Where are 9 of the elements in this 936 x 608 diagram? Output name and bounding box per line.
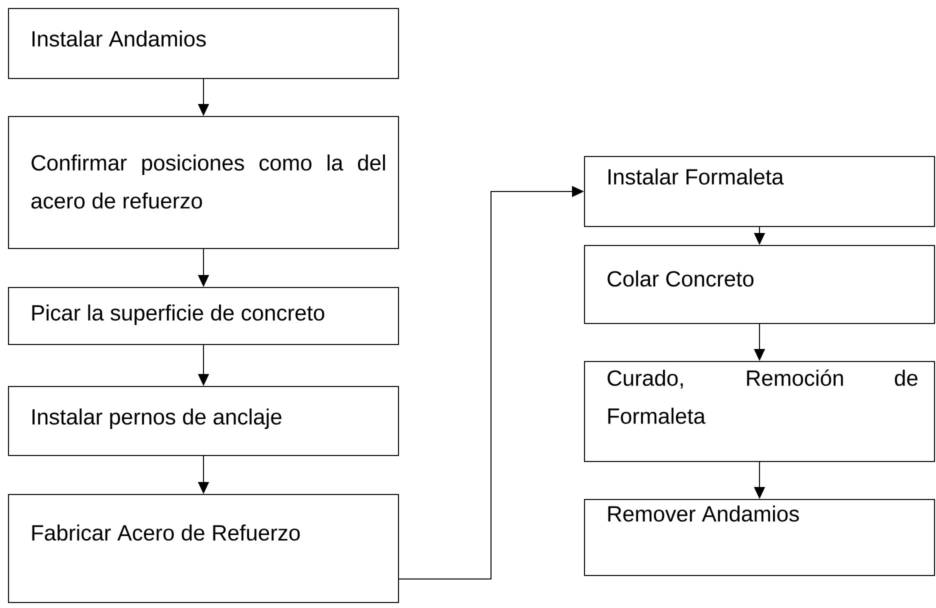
process-box: Picar la superficie de concreto bbox=[8, 287, 399, 345]
process-box: Colar Concreto bbox=[584, 245, 935, 324]
process-box: Remover Andamios bbox=[584, 499, 935, 576]
process-box: Confirmar posiciones como la del acero de refuerzo bbox=[8, 116, 399, 249]
process-box: Fabricar Acero de Refuerzo bbox=[8, 494, 399, 603]
process-box: Curado, Remoción de Formaleta bbox=[584, 361, 935, 462]
process-box: Instalar pernos de anclaje bbox=[8, 386, 399, 456]
process-box: Instalar Andamios bbox=[8, 8, 399, 79]
process-box: Instalar Formaleta bbox=[584, 156, 935, 227]
